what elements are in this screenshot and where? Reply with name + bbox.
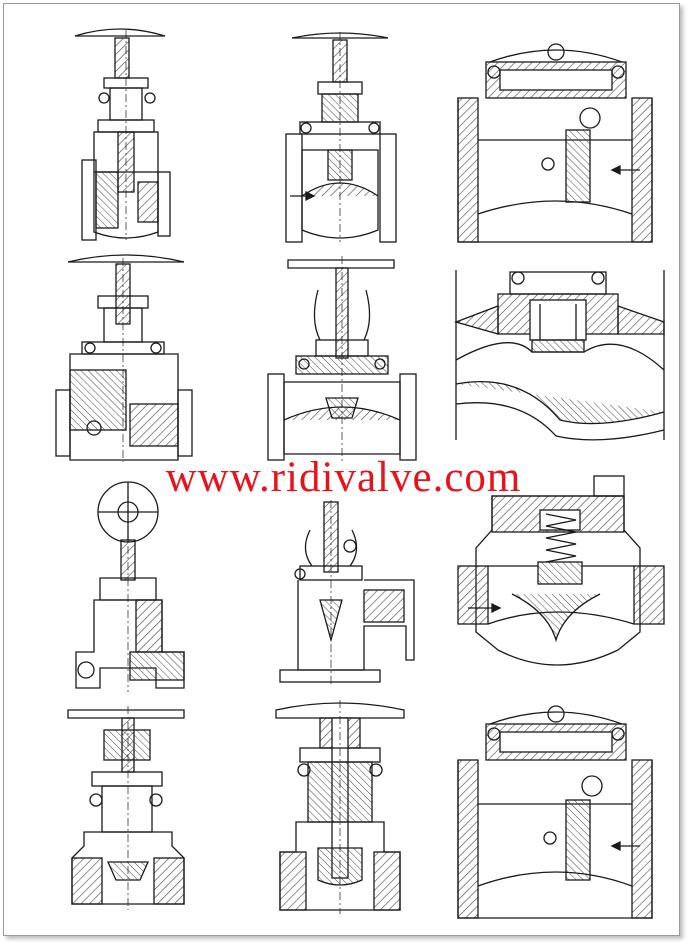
drawing-r4c2-globe-valve: [275, 700, 405, 914]
drawing-r4c3-swing-check: [457, 705, 653, 919]
drawing-r1c2-globe-valve: [285, 32, 397, 243]
drawing-r1c3-swing-check: [457, 43, 653, 243]
drawing-r2c3-lift-check: [453, 270, 665, 441]
drawing-r3c2-angle-valve: [279, 500, 415, 686]
drawing-r2c1-gate-valve: [55, 254, 193, 462]
drawing-r2c2-globe-valve: [267, 256, 417, 462]
drawing-r3c3-piston-check: [457, 475, 665, 666]
drawing-r3c1-gate-valve: [75, 481, 185, 692]
drawing-r4c1-gate-valve: [67, 706, 185, 910]
drawing-r1c1-gate-valve: [74, 28, 171, 241]
